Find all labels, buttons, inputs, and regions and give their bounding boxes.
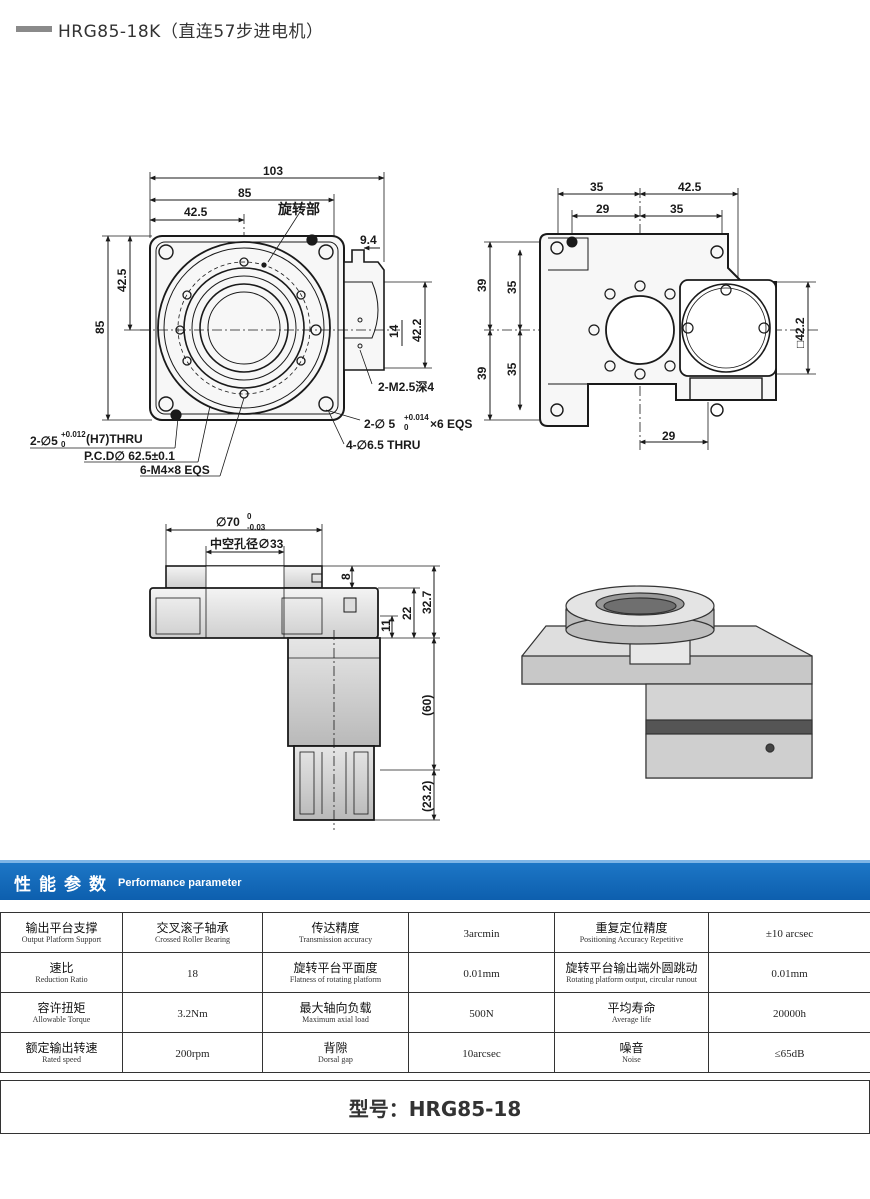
spec-value-cell: 200rpm [122, 1032, 263, 1073]
technical-drawing: 103 85 42.5 旋转部 9.4 42.5 85 14 42.2 2-M2… [30, 164, 820, 830]
svg-text:35: 35 [505, 362, 519, 376]
svg-text:14: 14 [387, 324, 401, 338]
svg-text:+0.012: +0.012 [61, 430, 86, 439]
performance-title-cn: 性能参数 [14, 875, 114, 895]
svg-text:9.4: 9.4 [360, 233, 377, 247]
svg-text:103: 103 [263, 164, 283, 178]
svg-text:35: 35 [505, 280, 519, 294]
svg-text:85: 85 [93, 320, 107, 334]
svg-text:中空孔径∅33: 中空孔径∅33 [210, 536, 284, 551]
header-bar [16, 26, 52, 32]
svg-text:6-M4×8 EQS: 6-M4×8 EQS [140, 463, 210, 477]
svg-text:42.5: 42.5 [115, 268, 129, 292]
spec-value-cell: 0.01mm [408, 952, 555, 993]
svg-text:0: 0 [247, 512, 252, 521]
front-view [30, 172, 432, 477]
svg-text:P.C.D∅ 62.5±0.1: P.C.D∅ 62.5±0.1 [84, 449, 175, 463]
svg-text:2-∅ 5: 2-∅ 5 [364, 417, 395, 431]
performance-header-topline [0, 860, 870, 863]
svg-text:2-∅5: 2-∅5 [30, 434, 58, 448]
svg-text:85: 85 [238, 186, 252, 200]
svg-text:39: 39 [475, 278, 489, 292]
section-view-labels: ∅70 0 -0.03 中空孔径∅33 8 11 22 32.7 (60) (2… [210, 512, 434, 812]
svg-text:4-∅6.5 THRU: 4-∅6.5 THRU [346, 438, 420, 452]
svg-text:∅70: ∅70 [216, 515, 240, 529]
performance-title-en: Performance parameter [118, 877, 242, 889]
svg-text:0: 0 [404, 423, 409, 432]
svg-text:35: 35 [670, 202, 684, 216]
svg-text:42.5: 42.5 [678, 180, 702, 194]
performance-header: 性能参数 Performance parameter [0, 860, 870, 900]
svg-text:11: 11 [379, 619, 393, 632]
spec-value-cell: 0.01mm [708, 952, 870, 993]
spec-value-cell: 18 [122, 952, 263, 993]
spec-value-cell: 10arcsec [408, 1032, 555, 1073]
spec-value-cell: ±10 arcsec [708, 912, 870, 953]
side-view-labels: 35 42.5 29 35 39 35 39 35 □42.2 29 [475, 180, 807, 443]
svg-text:-0.03: -0.03 [247, 523, 266, 532]
svg-text:32.7: 32.7 [420, 590, 434, 614]
svg-text:29: 29 [596, 202, 610, 216]
spec-value-cell: 3arcmin [408, 912, 555, 953]
spec-value-cell: 20000h [708, 992, 870, 1033]
svg-text:×6 EQS: ×6 EQS [430, 417, 472, 431]
svg-text:(23.2): (23.2) [420, 781, 434, 812]
svg-text:旋转部: 旋转部 [277, 201, 320, 217]
svg-text:42.5: 42.5 [184, 205, 208, 219]
svg-text:+0.014: +0.014 [404, 413, 429, 422]
spec-value-cell: 3.2Nm [122, 992, 263, 1033]
model-box: 型号：HRG85-18 [0, 1080, 870, 1134]
svg-text:29: 29 [662, 429, 676, 443]
page-title: HRG85-18K（直连57步进电机） [58, 22, 324, 42]
svg-text:□42.2: □42.2 [793, 317, 807, 348]
front-view-labels: 103 85 42.5 旋转部 9.4 42.5 85 14 42.2 2-M2… [30, 164, 472, 477]
svg-text:39: 39 [475, 366, 489, 380]
spec-value-cell: ≤65dB [708, 1032, 870, 1073]
svg-text:(H7)THRU: (H7)THRU [86, 432, 143, 446]
product-render [521, 585, 813, 779]
svg-text:42.2: 42.2 [410, 318, 424, 342]
svg-text:0: 0 [61, 440, 66, 449]
svg-text:22: 22 [400, 606, 414, 620]
svg-text:2-M2.5深4: 2-M2.5深4 [378, 379, 434, 394]
spec-value-cell: 500N [408, 992, 555, 1033]
section-view [149, 524, 440, 830]
side-view [484, 188, 820, 450]
svg-text:(60): (60) [420, 695, 434, 716]
model-label: 型号：HRG85-18 [348, 1097, 522, 1121]
svg-text:8: 8 [339, 573, 353, 580]
svg-text:35: 35 [590, 180, 604, 194]
